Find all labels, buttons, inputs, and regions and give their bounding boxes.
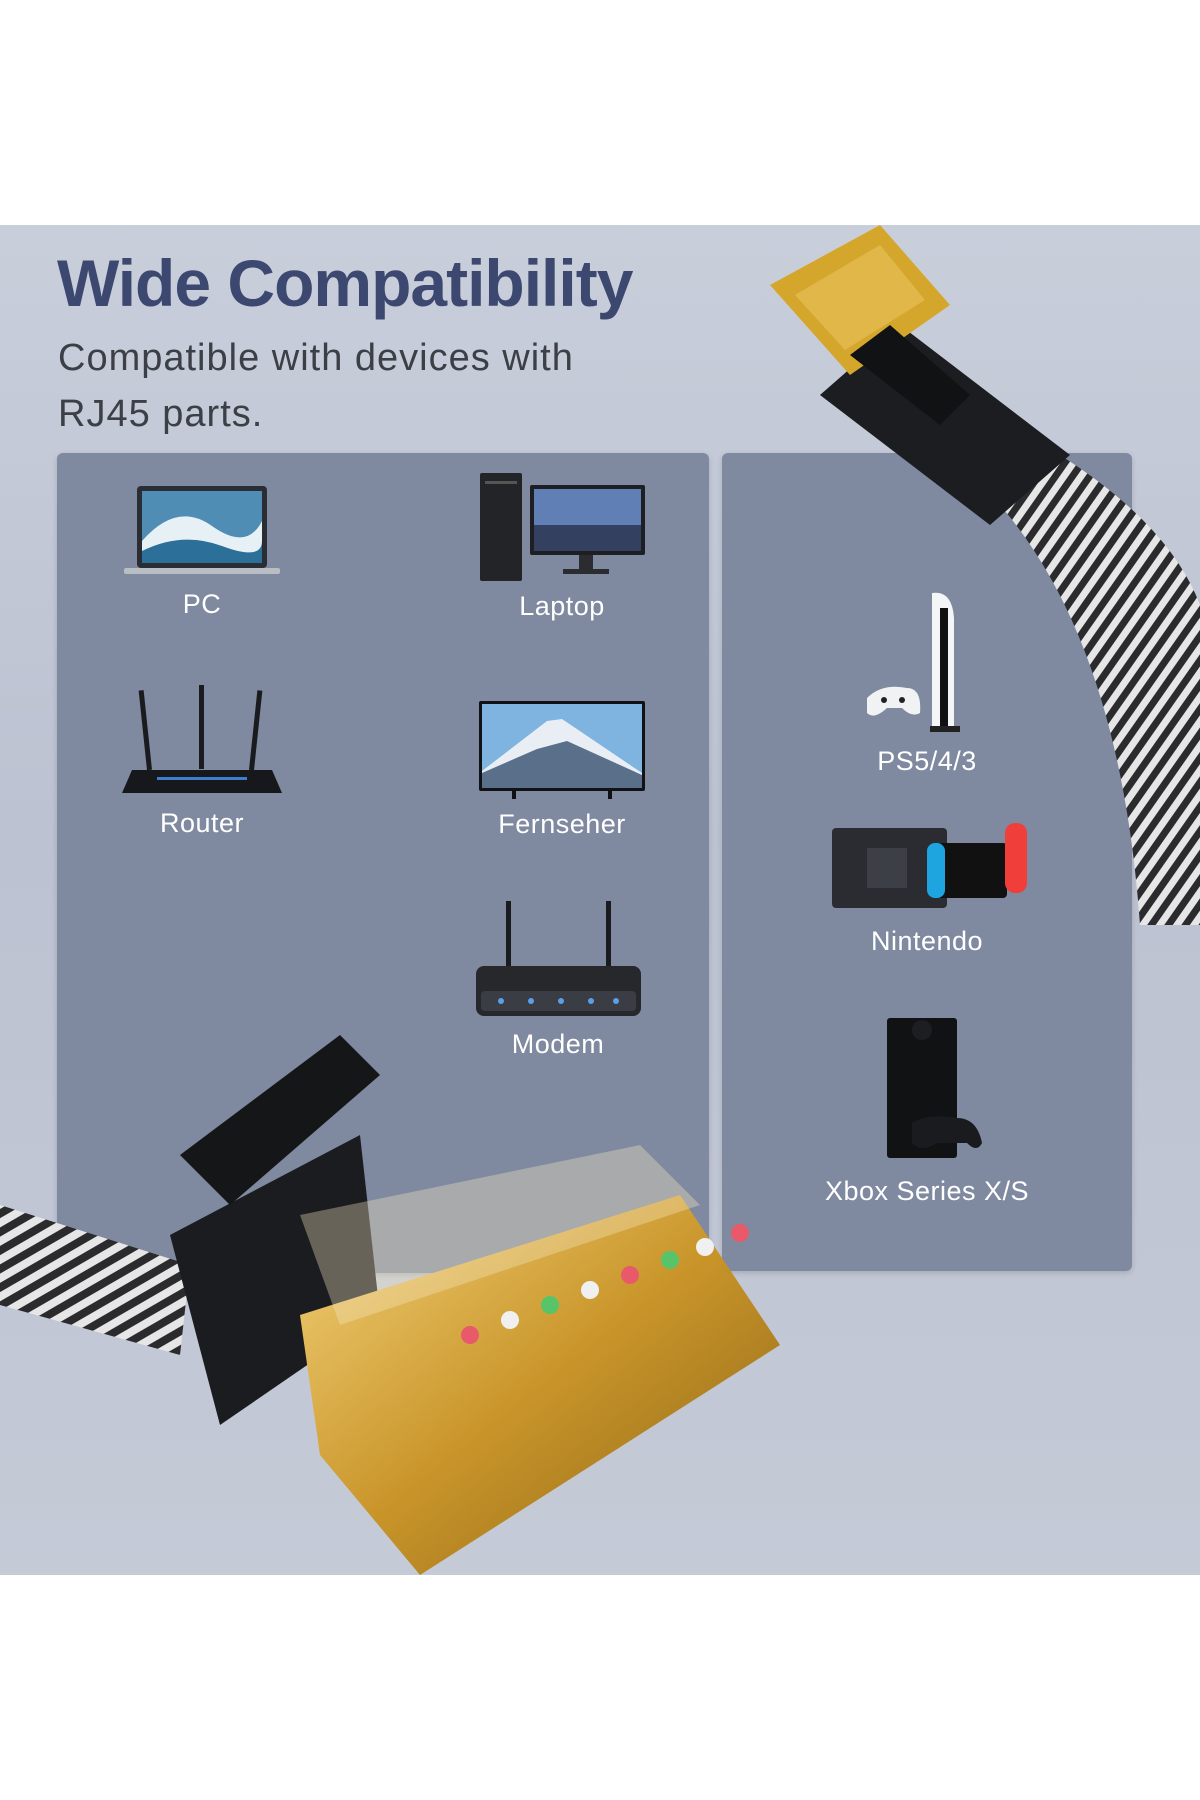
device-label: Xbox Series X/S	[824, 1176, 1030, 1206]
device-pc: PC	[82, 481, 322, 620]
device-label: Laptop	[519, 591, 605, 621]
modem-icon	[475, 901, 641, 1016]
page-subtitle: Compatible with devices with RJ45 parts.	[58, 337, 574, 435]
device-router: Router	[82, 685, 322, 839]
nintendo-switch-icon	[832, 823, 1027, 908]
device-nintendo: Nintendo	[807, 818, 1047, 957]
device-tv: Fernseher	[442, 701, 682, 840]
product-banner: Wide Compatibility Compatible with devic…	[0, 225, 1200, 1575]
device-label: Fernseher	[498, 809, 626, 839]
laptop-icon	[124, 486, 280, 574]
router-icon	[122, 685, 282, 793]
page-title: Wide Compatibility	[57, 246, 633, 320]
device-label: Modem	[511, 1029, 605, 1059]
device-label: PS5/4/3	[877, 746, 977, 776]
device-label: Router	[159, 808, 245, 838]
device-xbox: Xbox Series X/S	[807, 1018, 1047, 1207]
device-label: PC	[182, 589, 222, 619]
desktop-computer-icon	[479, 473, 645, 581]
device-laptop: Laptop	[442, 473, 682, 622]
tv-icon	[479, 701, 645, 799]
device-modem: Modem	[438, 901, 678, 1060]
device-playstation: PS5/4/3	[807, 588, 1047, 777]
devices-panel-right: PS5/4/3 Nintendo Xbox Series X/S	[722, 453, 1132, 1271]
xbox-icon	[887, 1018, 982, 1158]
playstation-icon	[867, 592, 960, 732]
device-label: Nintendo	[870, 926, 984, 956]
devices-panel-left: PC Laptop Router	[57, 453, 709, 1273]
